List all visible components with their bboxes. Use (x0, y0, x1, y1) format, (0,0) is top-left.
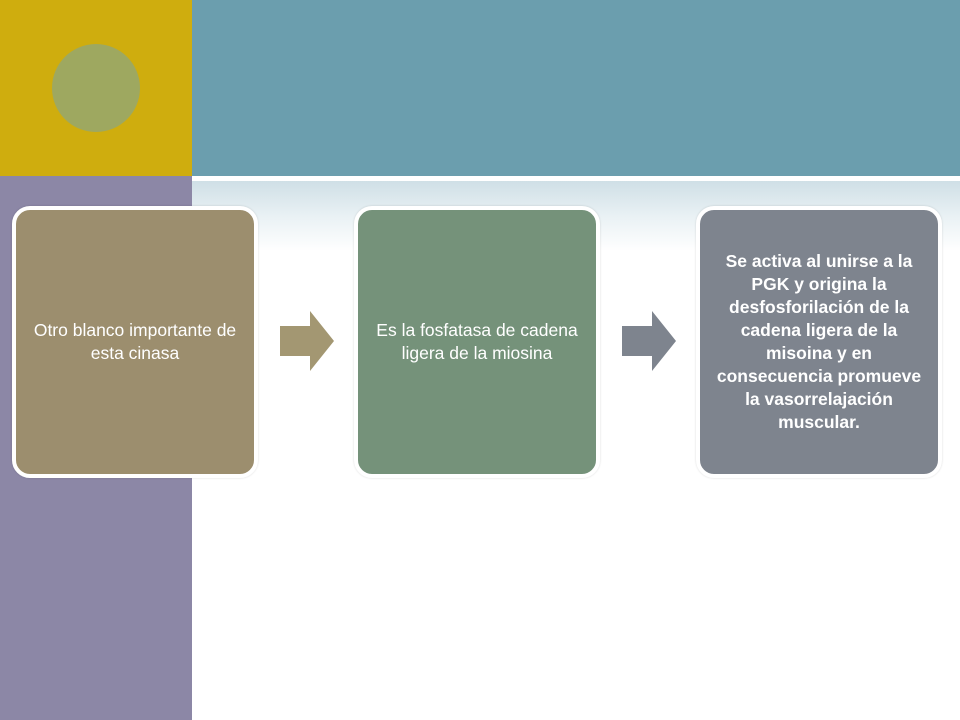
right-arrow-icon (280, 311, 334, 371)
process-step-2: Es la fosfatasa de cadena ligera de la m… (354, 206, 600, 478)
process-step-3-text: Se activa al unirse a la PGK y origina l… (716, 250, 922, 433)
right-arrow-icon (622, 311, 676, 371)
process-step-1-text: Otro blanco importante de esta cinasa (33, 319, 237, 363)
decorative-circle (52, 44, 140, 132)
process-step-2-text: Es la fosfatasa de cadena ligera de la m… (376, 319, 578, 363)
process-step-1: Otro blanco importante de esta cinasa (12, 206, 258, 478)
process-step-3: Se activa al unirse a la PGK y origina l… (696, 206, 942, 478)
header-divider (192, 176, 960, 181)
teal-header-band (192, 0, 960, 176)
